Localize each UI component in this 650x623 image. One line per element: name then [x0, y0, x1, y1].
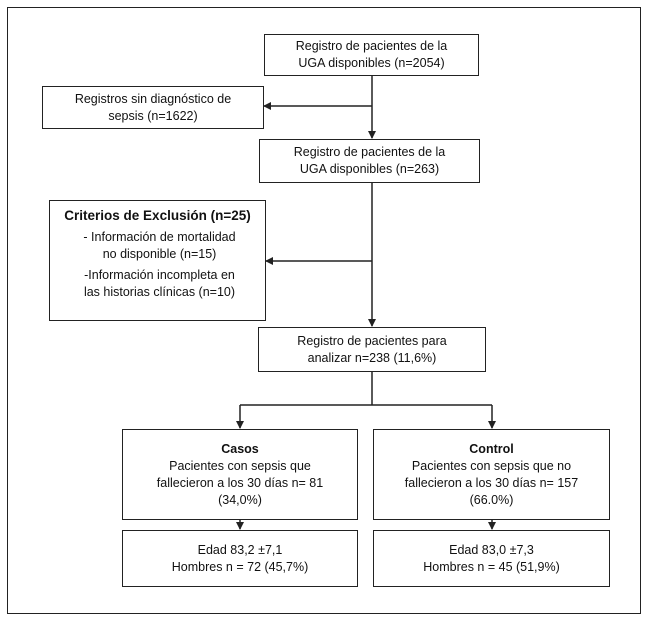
control-title: Control — [469, 441, 514, 456]
control-box: Control Pacientes con sepsis que no fall… — [373, 429, 610, 520]
cases-men: Hombres n = 72 (45,7%) — [171, 559, 309, 574]
no-sepsis-line-1: Registros sin diagnóstico de — [74, 91, 232, 106]
control-age: Edad 83,0 ±7,3 — [449, 542, 534, 557]
cases-box: Casos Pacientes con sepsis que fallecier… — [122, 429, 358, 520]
diagram-frame — [7, 7, 641, 614]
exclusion-title: Criterios de Exclusión (n=25) — [64, 208, 251, 223]
control-line-2: fallecieron a los 30 días n= 157 — [404, 475, 579, 490]
control-stats-box: Edad 83,0 ±7,3 Hombres n = 45 (51,9%) — [373, 530, 610, 587]
cases-stats-box: Edad 83,2 ±7,1 Hombres n = 72 (45,7%) — [122, 530, 358, 587]
analysis-box: Registro de pacientes para analizar n=23… — [258, 327, 486, 372]
exclusion-item-1-line-2: no disponible (n=15) — [102, 247, 217, 261]
analysis-line-1: Registro de pacientes para — [297, 333, 447, 348]
cases-line-2: fallecieron a los 30 días n= 81 — [156, 475, 324, 490]
cases-age: Edad 83,2 ±7,1 — [197, 542, 283, 557]
cases-line-3: (34,0%) — [218, 492, 262, 507]
no-sepsis-line-2: sepsis (n=1622) — [108, 108, 198, 123]
exclusion-item-1-line-1: - Información de mortalidad — [83, 230, 236, 244]
registry-all-box: Registro de pacientes de la UGA disponib… — [264, 34, 479, 76]
analysis-line-2: analizar n=238 (11,6%) — [307, 350, 437, 365]
control-line-3: (66.0%) — [469, 492, 514, 507]
cases-title: Casos — [221, 441, 259, 456]
registry-sepsis-line-1: Registro de pacientes de la — [293, 145, 446, 159]
exclusion-criteria-box: Criterios de Exclusión (n=25) - Informac… — [49, 200, 266, 321]
registry-all-line-1: Registro de pacientes de la — [295, 39, 448, 53]
registry-sepsis-line-2: UGA disponibles (n=263) — [299, 162, 440, 176]
exclusion-item-2-line-2: las historias clínicas (n=10) — [83, 285, 236, 299]
control-men: Hombres n = 45 (51,9%) — [423, 559, 560, 574]
no-sepsis-box: Registros sin diagnóstico de sepsis (n=1… — [42, 86, 264, 129]
registry-all-line-2: UGA disponibles (n=2054) — [298, 56, 445, 70]
registry-sepsis-box: Registro de pacientes de la UGA disponib… — [259, 139, 480, 183]
exclusion-item-2-line-1: -Información incompleta en — [84, 268, 235, 282]
control-line-1: Pacientes con sepsis que no — [411, 458, 572, 473]
cases-line-1: Pacientes con sepsis que — [169, 458, 311, 473]
